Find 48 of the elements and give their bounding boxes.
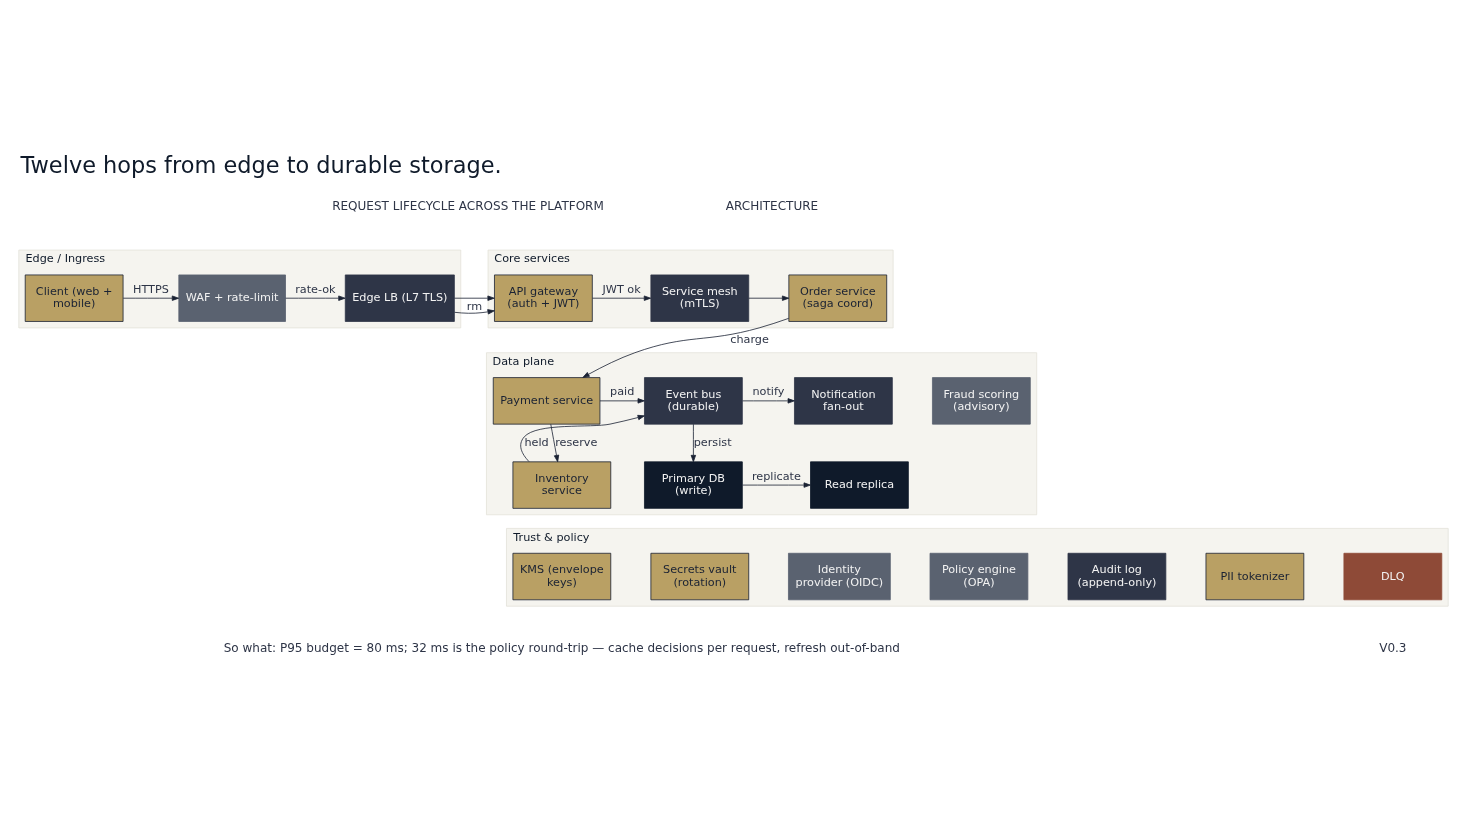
edge-label: reserve	[555, 435, 598, 449]
arrow	[454, 295, 495, 315]
label: V0.3	[1379, 641, 1407, 656]
node-box: Primary DB (write)	[644, 461, 743, 509]
arrow	[690, 423, 697, 463]
node-box: Order service (saga coord)	[788, 274, 888, 322]
edge-label: persist	[693, 435, 732, 449]
edge-label: charge	[730, 333, 769, 347]
node-box: Notification fan-out	[794, 377, 893, 425]
label: REQUEST LIFECYCLE ACROSS THE PLATFORM	[332, 198, 604, 213]
node-box: Identity provider (OIDC)	[788, 552, 891, 601]
node-box: Inventory service	[512, 461, 612, 509]
arrow	[550, 423, 560, 463]
node-box: DLQ	[1343, 552, 1443, 601]
arrow	[285, 295, 346, 301]
node-box: Audit log (append-only)	[1067, 552, 1167, 601]
edge-label: HTTPS	[133, 282, 169, 296]
diagram-title: Twelve hops from edge to durable storage.	[20, 152, 502, 179]
node-box: API gateway (auth + JWT)	[494, 274, 593, 322]
node-box: Policy engine (OPA)	[929, 552, 1029, 601]
caption: So what: P95 budget = 80 ms; 32 ms is the policy round-trip — cache decisions per request, refresh out-of-band	[223, 641, 900, 656]
node-box: KMS (envelope keys)	[512, 552, 612, 601]
edge-label: rate-ok	[295, 282, 336, 296]
node-box: Service mesh (mTLS)	[650, 274, 750, 322]
edge-label: held	[524, 435, 549, 449]
arrow	[520, 414, 645, 462]
node-box: Payment service	[492, 377, 601, 425]
arrow	[742, 482, 811, 488]
arrow	[122, 295, 180, 301]
arrow	[582, 317, 790, 378]
node-box: Fraud scoring (advisory)	[932, 377, 1031, 425]
arrow	[742, 398, 795, 404]
node-box: Secrets vault (rotation)	[650, 552, 750, 601]
arrow	[748, 295, 790, 301]
node-box: Client (web + mobile)	[24, 274, 124, 322]
arrow	[599, 398, 645, 404]
edge-label: rm	[466, 299, 483, 313]
edge-label: paid	[610, 385, 635, 399]
node-box: WAF + rate-limit	[178, 274, 286, 322]
edge-label: notify	[752, 385, 785, 399]
edge-label: replicate	[751, 469, 801, 483]
node-box: Edge LB (L7 TLS)	[344, 274, 455, 322]
edge-label: JWT ok	[602, 282, 641, 296]
node-box: PII tokenizer	[1205, 552, 1305, 601]
label: ARCHITECTURE	[725, 198, 819, 213]
node-box: Event bus (durable)	[644, 377, 743, 425]
node-box: Read replica	[810, 461, 909, 509]
arrow	[592, 295, 652, 301]
